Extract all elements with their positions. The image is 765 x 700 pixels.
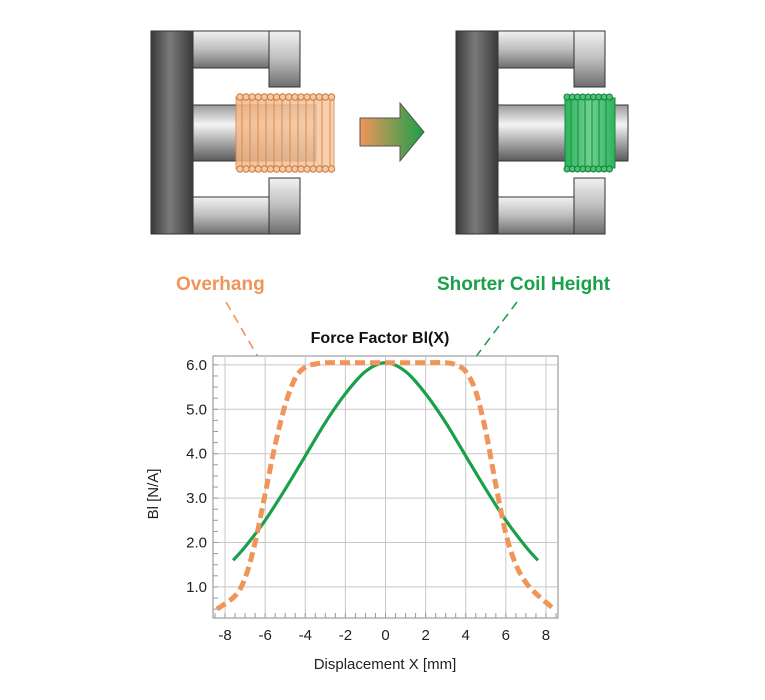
coil-wire [303,93,311,101]
y-tick-labels: 1.0 2.0 3.0 4.0 5.0 6.0 [186,357,207,596]
coil-wire [266,165,275,173]
series-overhang-line [215,360,556,612]
coil-wire [605,93,613,101]
coil-wire [285,165,293,173]
grid-lines [213,356,558,618]
coil-wire [272,165,281,173]
y-axis-title: Bl [N/A] [145,469,162,520]
coil-wire [279,165,287,173]
x-tick-label: -6 [258,627,271,644]
x-axis-title: Displacement X [mm] [314,656,457,673]
transition-arrow [359,101,425,163]
coil-wire [272,93,281,101]
coil-overhang [235,93,336,173]
x-tick-label: 2 [421,627,429,644]
coil-wire [260,93,269,101]
coil-wire [309,165,317,173]
y-tick-label: 2.0 [186,535,207,552]
coil-wire [327,165,336,173]
coil-wire [315,165,323,173]
y-tick-label: 5.0 [186,401,207,418]
coil-wire [248,93,256,101]
x-tick-label: 6 [502,627,510,644]
magnet-shorter-coil [455,30,629,235]
coil-wire [236,93,244,101]
coil-wire [309,93,317,101]
coil-wire [279,93,287,101]
chart-title: Force Factor Bl(X) [311,330,450,347]
coil-wire [327,93,336,101]
x-tick-label: 4 [462,627,470,644]
coil-wire [315,93,323,101]
coil-wire [248,165,256,173]
coil-wire [321,93,330,101]
x-tick-label: 0 [381,627,389,644]
overhang-pointer [225,301,287,406]
coil-wire [605,165,613,173]
x-tick-label: -4 [299,627,312,644]
coil-wire [303,165,311,173]
coil-shorter [563,93,616,173]
shorter-coil-label: Shorter Coil Height [437,274,611,295]
coil-wire [242,93,250,101]
y-tick-label: 4.0 [186,446,207,463]
coil-wire [254,93,262,101]
x-tick-labels: -8 -6 -4 -2 0 2 4 6 8 [218,627,550,644]
chart-plot: -8 -6 -4 -2 0 2 4 6 8 1.0 2.0 3.0 4.0 5.0 6.0 [186,355,559,644]
coil-wire [260,165,269,173]
y-tick-label: 6.0 [186,357,207,374]
coil-wire [297,93,305,101]
overhang-label: Overhang [176,274,265,295]
coil-wire [242,165,250,173]
coil-wire [321,165,330,173]
coil-wire [254,165,262,173]
coil-wire [291,165,299,173]
coil-wire [236,165,244,173]
coil-wire [297,165,305,173]
x-tick-label: 8 [542,627,550,644]
y-tick-label: 1.0 [186,579,207,596]
coil-wire [285,93,293,101]
y-tick-label: 3.0 [186,490,207,507]
coil-wire [266,93,275,101]
x-tick-label: -8 [218,627,231,644]
coil-wire [291,93,299,101]
minor-ticks [213,364,557,618]
x-tick-label: -2 [339,627,352,644]
